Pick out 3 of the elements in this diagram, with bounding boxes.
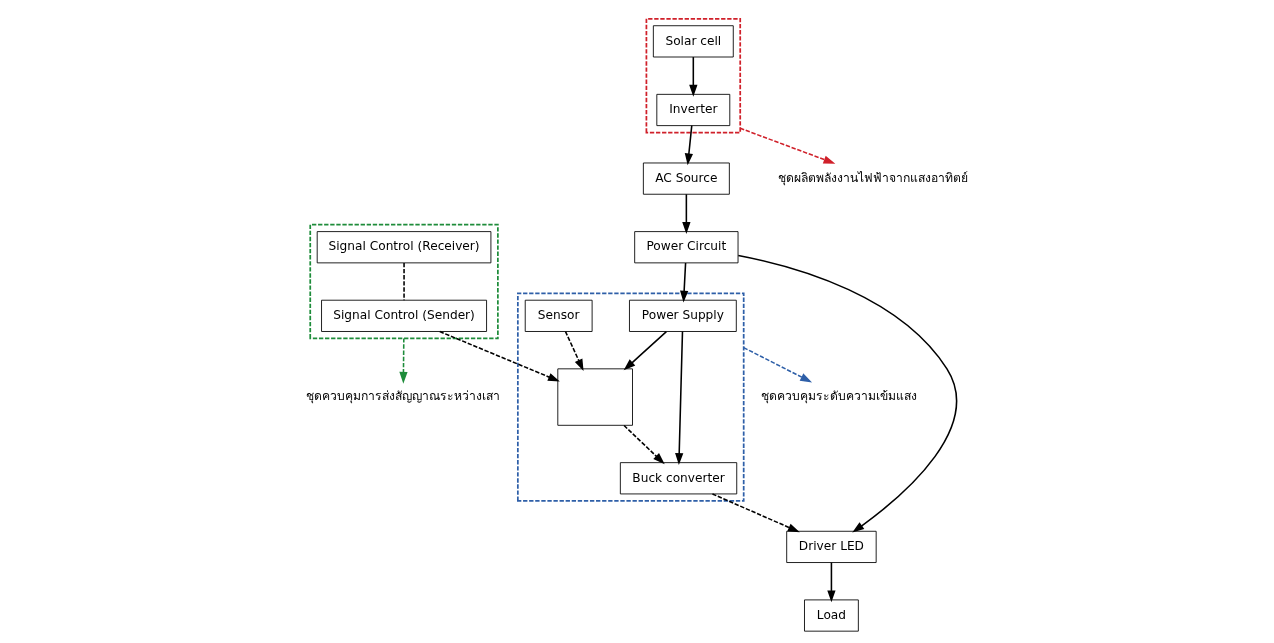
node-text: ชุดควบคุมการส่งสัญญาณระหว่างเสา bbox=[305, 389, 500, 404]
node-text: ชุดผลิตพลังงานไฟฟ้าจากแสงอาทิตย์ bbox=[777, 170, 968, 185]
node-text: ชุดควบคุมระดับความเข้มแสง bbox=[760, 389, 917, 404]
